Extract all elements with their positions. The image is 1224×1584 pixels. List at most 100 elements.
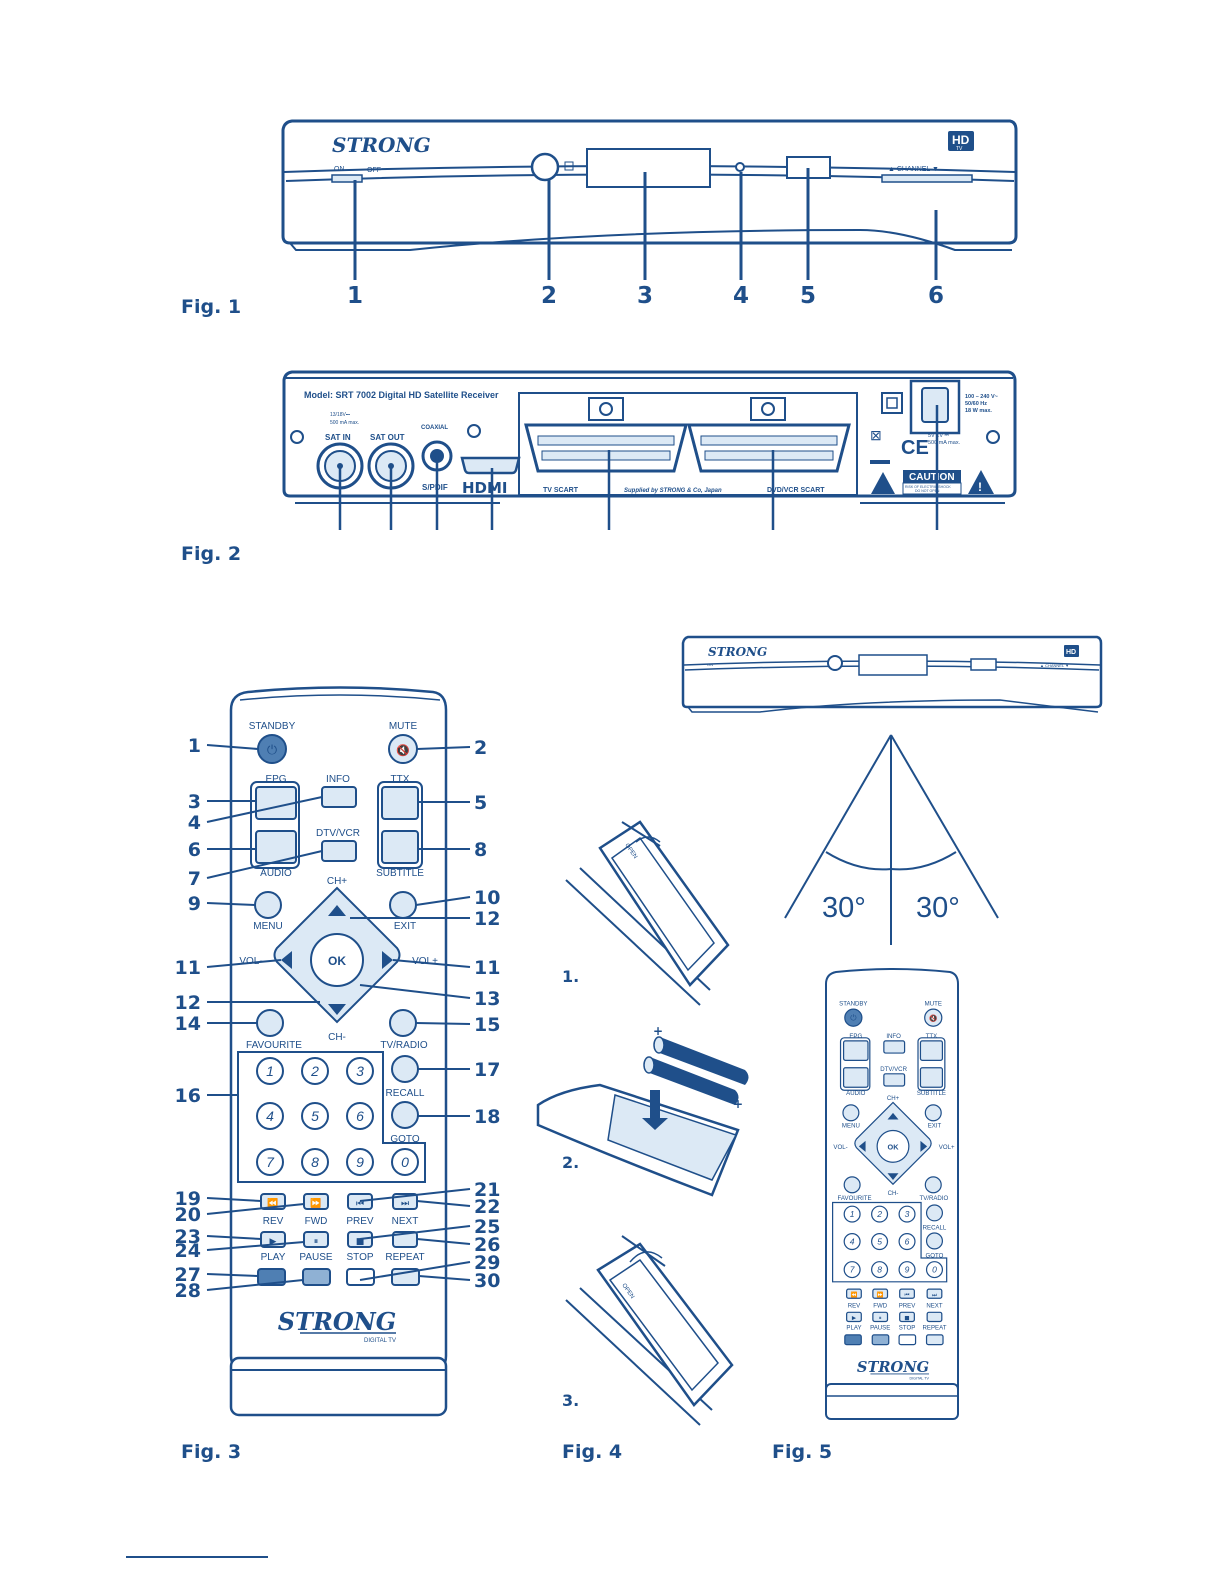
small-digit-button-6[interactable] <box>898 1233 916 1251</box>
small-audio-label: AUDIO <box>846 1090 866 1097</box>
large-digit-label: 4 <box>266 1108 274 1124</box>
large-color-button-white[interactable] <box>346 1268 375 1286</box>
large-digit-button-4[interactable] <box>256 1102 284 1130</box>
reception-angle-diagram: 30° 30° <box>784 734 999 945</box>
small-color-button-dark[interactable] <box>844 1334 862 1346</box>
large-digit-button-9[interactable] <box>346 1148 374 1176</box>
small-ok-button[interactable] <box>876 1129 910 1163</box>
large-tv-radio-button[interactable] <box>389 1009 417 1037</box>
large-epg-label: EPG <box>265 774 286 785</box>
small-subtitle-button[interactable] <box>919 1067 944 1088</box>
small-color-button-mid[interactable] <box>871 1334 890 1346</box>
large-digit-button-7[interactable] <box>256 1148 284 1176</box>
large-favourite-button[interactable] <box>256 1009 284 1037</box>
large-info-button[interactable] <box>321 786 357 808</box>
small-standby-button[interactable] <box>844 1008 863 1027</box>
small-stop-button[interactable] <box>899 1311 915 1323</box>
small-digit-button-8[interactable] <box>871 1261 889 1279</box>
caution-label: CAUTION <box>909 472 955 483</box>
large-digit-button-6[interactable] <box>346 1102 374 1130</box>
small-audio-button[interactable] <box>842 1067 869 1088</box>
remote-callout-number: 8 <box>474 839 487 861</box>
small-subtitle-label: SUBTITLE <box>917 1090 946 1097</box>
fig4-label: Fig. 4 <box>562 1441 623 1463</box>
large-pause-button[interactable] <box>303 1231 329 1248</box>
large-menu-button[interactable] <box>254 891 282 919</box>
small-digit-button-4[interactable] <box>843 1233 861 1251</box>
large-rev-button[interactable] <box>260 1193 286 1210</box>
small-exit-button[interactable] <box>924 1104 942 1122</box>
large-dtv-vcr-button[interactable] <box>321 840 357 862</box>
hd-badge-sub: TV <box>956 146 963 152</box>
small-pause-button[interactable] <box>872 1311 889 1323</box>
callout-leader <box>206 1235 262 1240</box>
small-color-button-light[interactable] <box>925 1334 944 1346</box>
front-callout-6: 6 <box>928 283 944 309</box>
large-digit-button-2[interactable] <box>301 1057 329 1085</box>
small-mute-icon: 🔇 <box>929 1014 937 1023</box>
large-audio-button[interactable] <box>255 830 297 864</box>
small-digit-button-0[interactable] <box>925 1261 944 1279</box>
remote-callout-number: 3 <box>188 791 201 813</box>
small-goto-button[interactable] <box>925 1232 944 1250</box>
small-rev-button[interactable] <box>846 1288 862 1299</box>
large-stop-icon: ■ <box>356 1237 365 1247</box>
large-digit-button-0[interactable] <box>391 1148 419 1176</box>
large-color-button-dark[interactable] <box>257 1268 286 1286</box>
small-dtv-vcr-button[interactable] <box>883 1073 906 1087</box>
small-digit-button-2[interactable] <box>871 1205 889 1223</box>
callout-leader <box>415 1022 471 1025</box>
large-digit-button-8[interactable] <box>301 1148 329 1176</box>
large-prev-button[interactable] <box>347 1193 373 1210</box>
small-favourite-button[interactable] <box>843 1176 861 1194</box>
remote-callout-number: 27 <box>175 1264 201 1286</box>
usb-spec-line1: 5V 1V ⎓ <box>928 433 950 439</box>
small-play-button[interactable] <box>846 1311 862 1323</box>
large-goto-button[interactable] <box>391 1101 419 1129</box>
power-spec-line3: 18 W max. <box>965 408 992 414</box>
large-pause-label: PAUSE <box>299 1252 332 1263</box>
small-pause-label: PAUSE <box>870 1324 890 1331</box>
small-digit-button-9[interactable] <box>898 1261 916 1279</box>
large-fwd-button[interactable] <box>303 1193 329 1210</box>
small-prev-button[interactable] <box>899 1288 915 1299</box>
small-fwd-icon: ⏩ <box>877 1291 884 1298</box>
small-ttx-button[interactable] <box>919 1040 944 1061</box>
large-stop-button[interactable] <box>347 1231 373 1248</box>
large-subtitle-button[interactable] <box>381 830 419 864</box>
svg-text:+: + <box>733 1097 743 1111</box>
channel-label: ▲ CHANNEL ▼ <box>888 166 939 173</box>
small-digit-button-7[interactable] <box>843 1261 861 1279</box>
front-brand-logo: STRONG <box>332 133 431 157</box>
large-recall-button[interactable] <box>391 1055 419 1083</box>
small-digit-button-1[interactable] <box>843 1205 861 1223</box>
small-mute-button[interactable] <box>924 1008 943 1027</box>
callout-leader <box>206 850 323 879</box>
small-digit-button-3[interactable] <box>898 1205 916 1223</box>
large-digit-button-3[interactable] <box>346 1057 374 1085</box>
remote-callout-number: 2 <box>474 737 487 759</box>
remote-callout-number: 7 <box>188 868 201 890</box>
small-epg-button[interactable] <box>842 1040 869 1061</box>
small-color-button-white[interactable] <box>898 1334 917 1346</box>
fig5-label: Fig. 5 <box>772 1441 833 1463</box>
large-ttx-button[interactable] <box>381 786 419 820</box>
large-ok-button[interactable] <box>310 933 364 987</box>
large-ch-minus-label: CH- <box>328 1032 346 1043</box>
small-fwd-button[interactable] <box>872 1288 889 1299</box>
large-exit-button[interactable] <box>389 891 417 919</box>
small-prev-icon: ⏮ <box>905 1292 910 1298</box>
large-color-button-mid[interactable] <box>302 1268 331 1286</box>
battery-bottom <box>643 1056 739 1105</box>
large-digit-button-5[interactable] <box>301 1102 329 1130</box>
small-digit-button-5[interactable] <box>871 1233 889 1251</box>
small-recall-button[interactable] <box>925 1204 944 1222</box>
small-menu-button[interactable] <box>842 1104 860 1122</box>
small-ch-plus-label: CH+ <box>887 1095 900 1102</box>
battery-step-1: OPEN 1. <box>562 820 730 1006</box>
small-repeat-button[interactable] <box>926 1311 943 1323</box>
small-info-button[interactable] <box>883 1040 906 1054</box>
small-next-button[interactable] <box>926 1288 943 1299</box>
large-digit-button-1[interactable] <box>256 1057 284 1085</box>
small-tv-radio-button[interactable] <box>924 1176 942 1194</box>
